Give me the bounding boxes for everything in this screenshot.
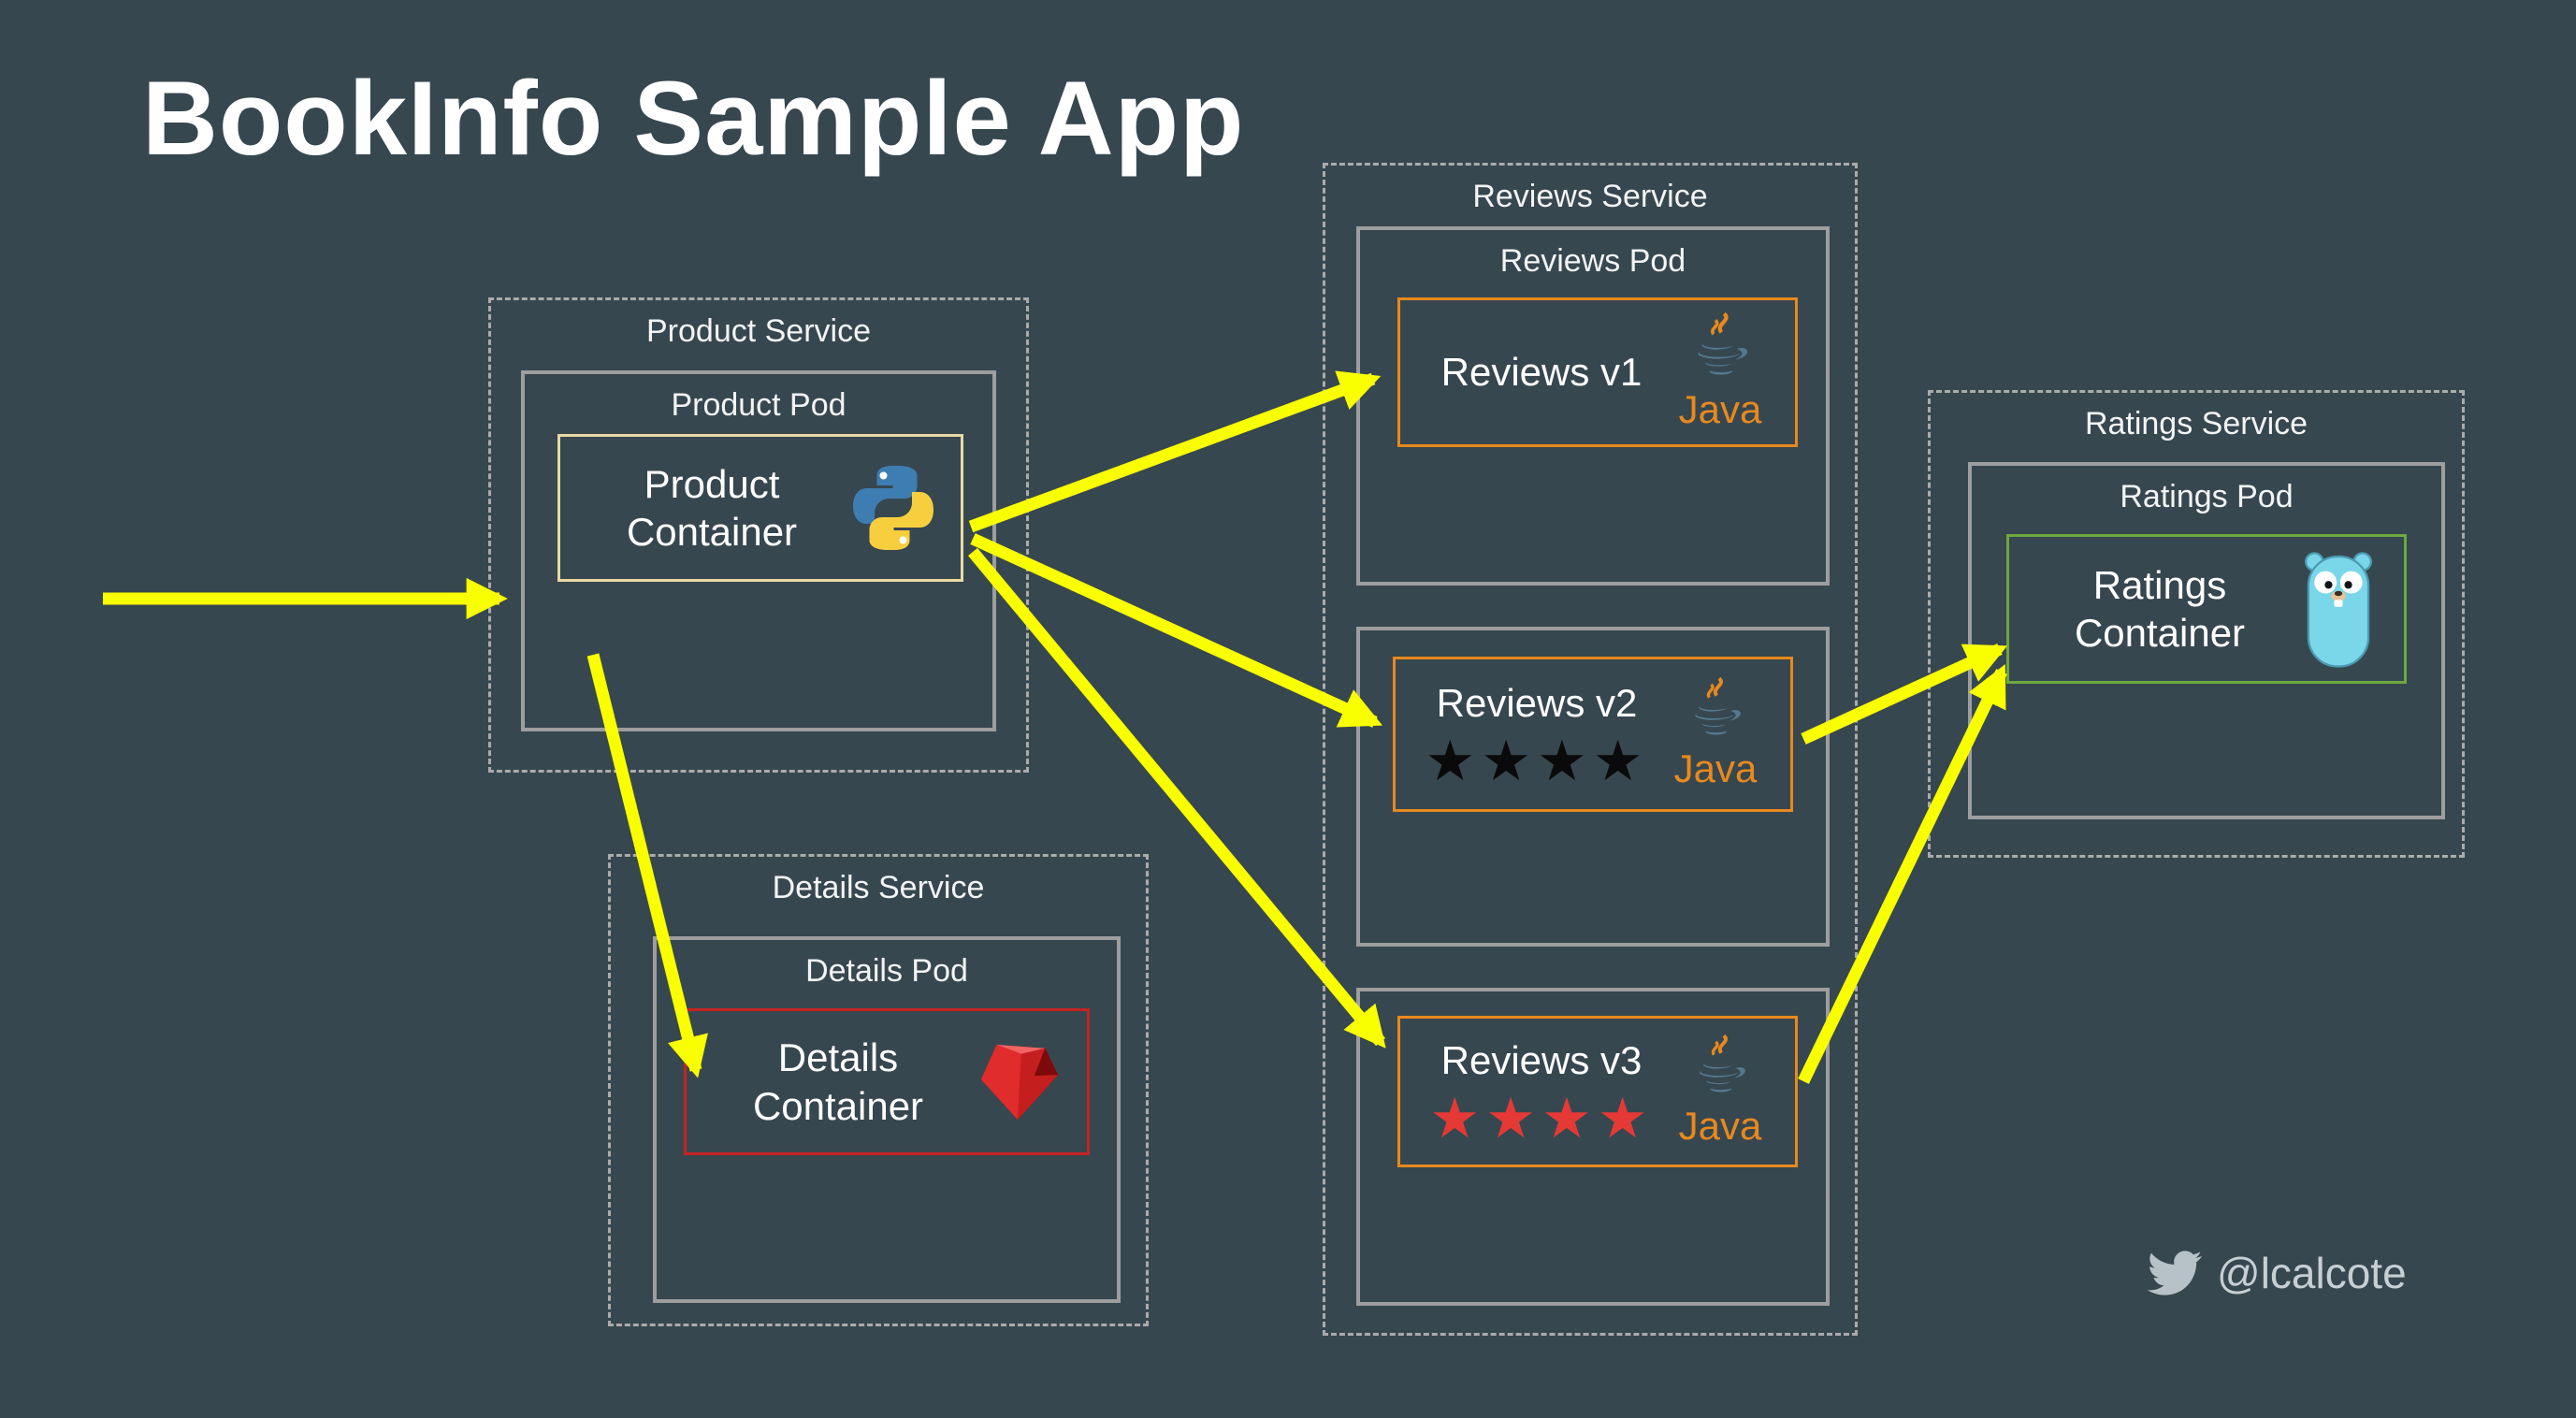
go-gopher-icon xyxy=(2292,546,2385,672)
reviews-v3-container: Reviews v3 ★★★★ Java xyxy=(1397,1016,1798,1167)
reviews-v2-container: Reviews v2 ★★★★ Java xyxy=(1393,657,1793,812)
java-language-label: Java xyxy=(1678,1104,1762,1148)
rating-stars-black: ★★★★ xyxy=(1425,729,1649,792)
attribution: @lcalcote xyxy=(2148,1246,2407,1300)
ratings-container: Ratings Container xyxy=(2006,534,2407,684)
reviews-v1-container: Reviews v1 Java xyxy=(1397,297,1798,447)
ruby-icon xyxy=(971,1039,1068,1125)
product-pod-label: Product Pod xyxy=(671,387,847,423)
product-container-label: Product Container xyxy=(626,461,798,554)
ratings-container-label: Ratings Container xyxy=(2074,562,2246,655)
java-icon xyxy=(1685,677,1746,745)
details-pod: Details Pod xyxy=(653,936,1121,1303)
ratings-pod-label: Ratings Pod xyxy=(2120,479,2294,514)
details-container: Details Container xyxy=(684,1008,1090,1155)
details-container-label: Details Container xyxy=(752,1035,924,1128)
page-title: BookInfo Sample App xyxy=(142,60,1245,177)
attribution-handle: @lcalcote xyxy=(2217,1249,2407,1297)
python-icon xyxy=(845,461,942,555)
java-language-label: Java xyxy=(1673,746,1758,790)
product-service-label: Product Service xyxy=(646,313,871,349)
reviews-pod-v3 xyxy=(1356,988,1830,1306)
ratings-service-label: Ratings Service xyxy=(2084,406,2308,441)
java-language-label: Java xyxy=(1678,387,1762,431)
ratings-service-group: Ratings Service xyxy=(1928,390,2465,858)
reviews-v2-label: Reviews v2 xyxy=(1436,681,1638,726)
ratings-pod: Ratings Pod xyxy=(1968,462,2445,819)
reviews-v3-label: Reviews v3 xyxy=(1440,1038,1643,1083)
twitter-bird-icon xyxy=(2148,1246,2202,1300)
reviews-v1-label: Reviews v1 xyxy=(1440,350,1643,395)
rating-stars-red: ★★★★ xyxy=(1429,1086,1654,1150)
arrow-product-to-reviews-v2 xyxy=(970,533,1383,728)
reviews-pod-label: Reviews Pod xyxy=(1499,243,1686,279)
details-pod-label: Details Pod xyxy=(805,953,968,989)
java-icon xyxy=(1686,312,1754,385)
arrow-product-to-reviews-v1 xyxy=(968,370,1382,533)
details-service-group: Details Service xyxy=(608,854,1149,1326)
reviews-service-label: Reviews Service xyxy=(1472,179,1708,214)
java-icon xyxy=(1689,1035,1751,1102)
product-container: Product Container xyxy=(557,434,963,582)
details-service-label: Details Service xyxy=(772,870,985,905)
